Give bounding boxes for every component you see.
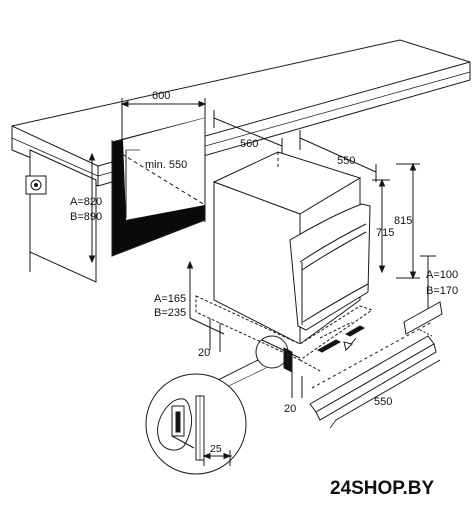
dim-715-lines <box>372 178 390 274</box>
dim-left-plinth-lines <box>186 260 225 335</box>
dim-20-bottom: 20 <box>284 403 296 415</box>
dim-550-top: 550 <box>337 155 355 167</box>
dim-600-lines <box>120 98 207 142</box>
dim-20-left-lines <box>209 318 221 352</box>
dim-815-lines <box>396 162 420 280</box>
dim-715: 715 <box>376 227 394 239</box>
dim-plinth-a: A=165 <box>154 293 186 305</box>
dim-socket-a: A=820 <box>70 196 102 208</box>
dim-min550-lines <box>125 149 140 218</box>
dim-right-plinth-lines <box>420 255 436 318</box>
dim-right-b: B=170 <box>426 285 458 297</box>
dim-20-bottom-lines <box>291 372 303 398</box>
dim-socket-b: B=890 <box>70 211 102 223</box>
dim-560: 560 <box>240 138 258 150</box>
dim-25: 25 <box>210 443 222 455</box>
dim-600: 600 <box>152 90 170 102</box>
detail-callout <box>145 335 289 475</box>
dim-550-bottom: 550 <box>374 396 392 408</box>
dim-right-a: A=100 <box>426 269 458 281</box>
dim-550-top-lines <box>299 130 377 182</box>
plinth-base <box>195 295 374 373</box>
dim-plinth-b: B=235 <box>154 307 186 319</box>
dim-min-550: min. 550 <box>145 159 187 171</box>
power-socket-icon <box>25 175 47 195</box>
niche-cavity <box>111 112 206 257</box>
dim-550-bottom-lines <box>311 321 441 429</box>
down-arrow-icon <box>343 337 357 351</box>
watermark-24shop: 24SHOP.BY <box>330 478 435 499</box>
plinth-trim <box>309 301 443 421</box>
dim-815: 815 <box>394 215 412 227</box>
dim-20-left: 20 <box>198 347 210 359</box>
dim-socket-height-lines <box>88 152 96 264</box>
fridge-body <box>212 151 371 345</box>
